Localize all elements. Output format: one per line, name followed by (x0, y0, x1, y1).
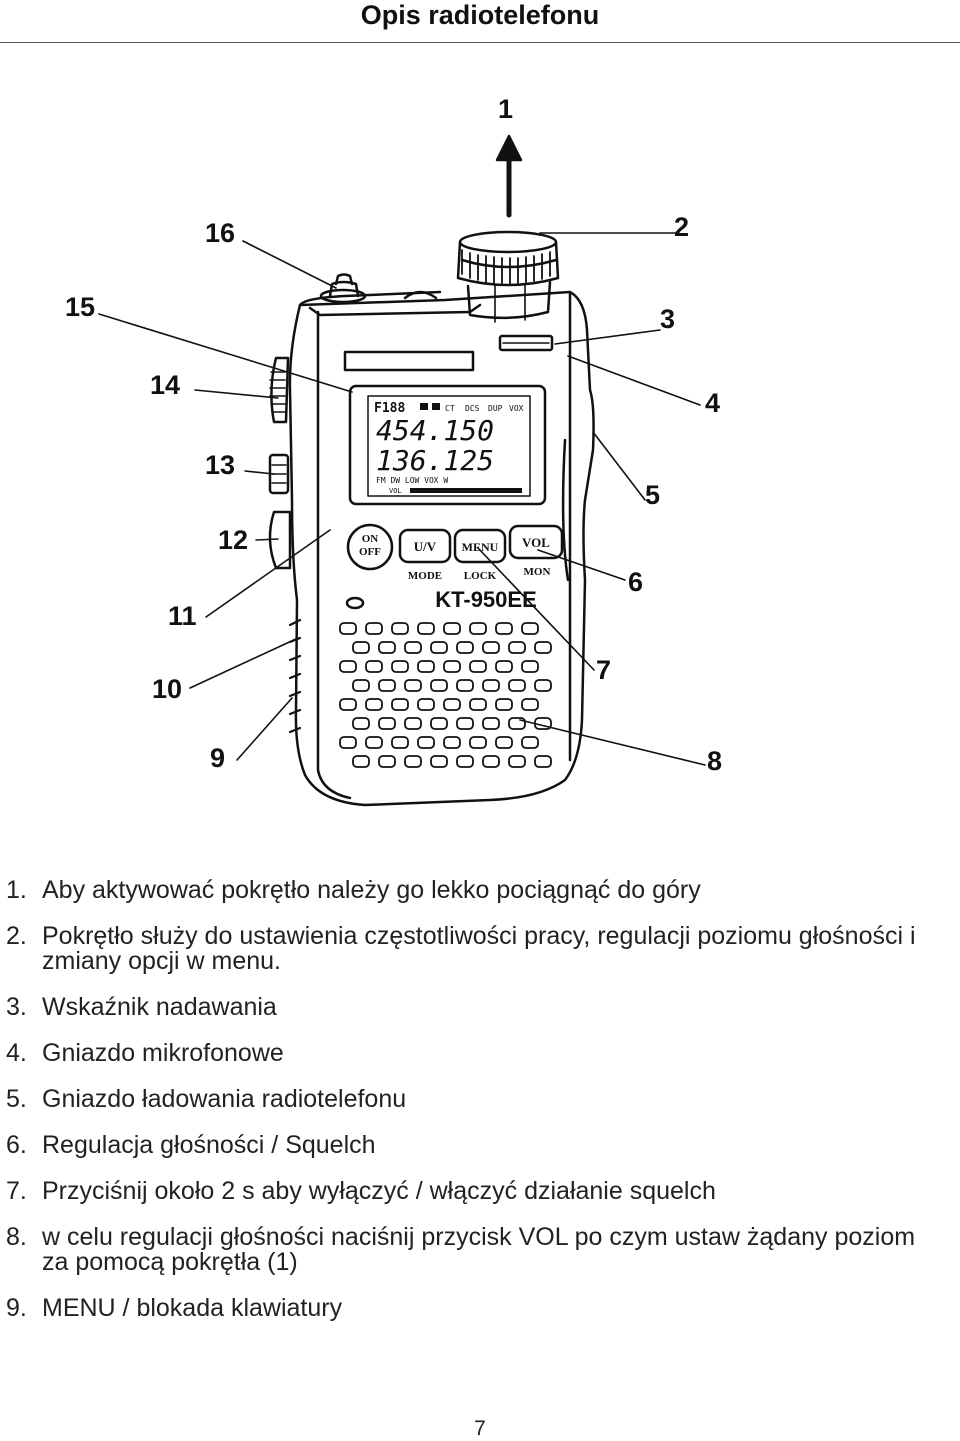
list-item: 7. Przyciśnij około 2 s aby wyłączyć / wł… (0, 1179, 930, 1204)
list-item-text: Aby aktywować pokrętło należy go lekko p… (42, 876, 701, 904)
uv-button-shape (398, 528, 452, 564)
list-item: 9. MENU / blokada klawiatury (0, 1296, 930, 1321)
callout-2: 2 (674, 212, 689, 242)
callout-1: 1 (498, 94, 513, 124)
key-labels: ON OFF U/V MENU VOL MODE LOCK MON (359, 533, 550, 582)
off-label: OFF (359, 546, 381, 558)
lcd-top-left: F188 (374, 401, 405, 416)
top-raised-area (308, 303, 482, 317)
lcd-flag-1: CT (445, 404, 455, 413)
lcd-flag-4: VOX (509, 404, 524, 413)
callout-3: 3 (660, 304, 675, 334)
list-item: 6. Regulacja głośności / Squelch (0, 1133, 930, 1158)
list-item-number: 8. (6, 1223, 27, 1251)
model-name: KT-950EE (435, 587, 537, 612)
tx-indicator (498, 334, 554, 352)
lcd-flag-3: DUP (488, 404, 503, 413)
top-shoulder (298, 290, 442, 307)
list-item-text: w celu regulacji głośności naciśnij przy… (42, 1223, 916, 1276)
lcd-frequency-b: 136.125 (376, 444, 494, 477)
radio-diagram: F188 CT DCS DUP VOX 454.150 136.125 FM D… (0, 60, 960, 850)
callout-6: 6 (628, 567, 643, 597)
list-item-text: Gniazdo mikrofonowe (42, 1039, 284, 1067)
list-item-number: 7. (6, 1177, 27, 1205)
list-item: 8. w celu regulacji głośności naciśnij pr… (0, 1225, 930, 1275)
callout-15: 15 (65, 292, 95, 322)
callout-16: 16 (205, 218, 235, 248)
callout-11: 11 (168, 601, 197, 631)
callout-10: 10 (152, 674, 182, 704)
lcd-flag-2: DCS (465, 404, 480, 413)
list-item: 2. Pokrętło służy do ustawienia częstotli… (0, 924, 930, 974)
description-list: 1. Aby aktywować pokrętło należy go lekko… (0, 878, 930, 1342)
top-small-knob (403, 290, 438, 300)
list-item-number: 5. (6, 1085, 27, 1113)
callout-12: 12 (218, 525, 248, 555)
callout-8: 8 (707, 746, 722, 776)
list-item-number: 2. (6, 922, 27, 950)
radio-illustration: F188 CT DCS DUP VOX 454.150 136.125 FM D… (65, 94, 722, 807)
list-item-number: 6. (6, 1131, 27, 1159)
lcd-frame (348, 384, 547, 506)
callout-4: 4 (705, 388, 720, 418)
antenna-connector (319, 273, 367, 304)
list-item-number: 3. (6, 993, 27, 1021)
callout-9: 9 (210, 743, 225, 773)
list-item: 1. Aby aktywować pokrętło należy go lekko… (0, 878, 930, 903)
list-item: 4. Gniazdo mikrofonowe (0, 1041, 930, 1066)
tuning-knob (456, 230, 560, 323)
list-item-text: Gniazdo ładowania radiotelefonu (42, 1085, 407, 1113)
lcd-frequency-a: 454.150 (376, 414, 494, 447)
vol-label: VOL (522, 535, 550, 550)
list-item: 3. Wskaźnik nadawania (0, 995, 930, 1020)
lcd-screen (367, 395, 531, 497)
lcd-flags-bottom: FM DW LOW VOX W (376, 476, 448, 485)
radio-body-outline (288, 290, 595, 807)
callout-13: 13 (205, 450, 235, 480)
list-item-number: 9. (6, 1294, 27, 1322)
callout-5: 5 (645, 480, 660, 510)
label-plate (343, 350, 475, 372)
uv-label: U/V (414, 539, 437, 554)
body-inner-line (316, 310, 352, 800)
pull-arrow-head (495, 134, 523, 162)
callout-leader-lines (98, 232, 706, 766)
lcd-vol-bar (410, 488, 522, 493)
lcd-content: F188 CT DCS DUP VOX 454.150 136.125 FM D… (374, 401, 524, 495)
list-item-number: 1. (6, 876, 27, 904)
page-number: 7 (474, 1417, 486, 1440)
list-item: 5. Gniazdo ładowania radiotelefonu (0, 1087, 930, 1112)
callout-7: 7 (596, 655, 611, 685)
lcd-vol-label: VOL (389, 487, 402, 495)
on-off-button-shape (346, 523, 394, 571)
lock-label: LOCK (464, 570, 497, 582)
side-button-12 (268, 510, 292, 570)
vol-button-shape (508, 524, 564, 560)
page-title: Opis radiotelefonu (360, 0, 600, 30)
callout-14: 14 (150, 370, 180, 400)
list-item-text: Regulacja głośności / Squelch (42, 1131, 376, 1159)
list-item-number: 4. (6, 1039, 27, 1067)
speaker-grille (339, 622, 552, 768)
mon-label: MON (524, 566, 551, 578)
microphone-hole (345, 596, 365, 610)
list-item-text: Wskaźnik nadawania (42, 993, 277, 1021)
callout-numbers: 1 2 3 4 5 6 7 8 9 10 11 12 13 14 15 16 (65, 94, 722, 776)
list-item-text: Pokrętło służy do ustawienia częstotliwo… (42, 922, 916, 975)
list-item-text: MENU / blokada klawiatury (42, 1294, 343, 1322)
page-header: Opis radiotelefonu (0, 0, 960, 43)
right-curve (561, 438, 570, 582)
menu-label: MENU (462, 540, 499, 554)
on-label: ON (362, 533, 379, 545)
menu-button-shape (453, 528, 507, 564)
mode-label: MODE (408, 570, 442, 582)
list-item-text: Przyciśnij około 2 s aby wyłączyć / włąc… (42, 1177, 716, 1205)
